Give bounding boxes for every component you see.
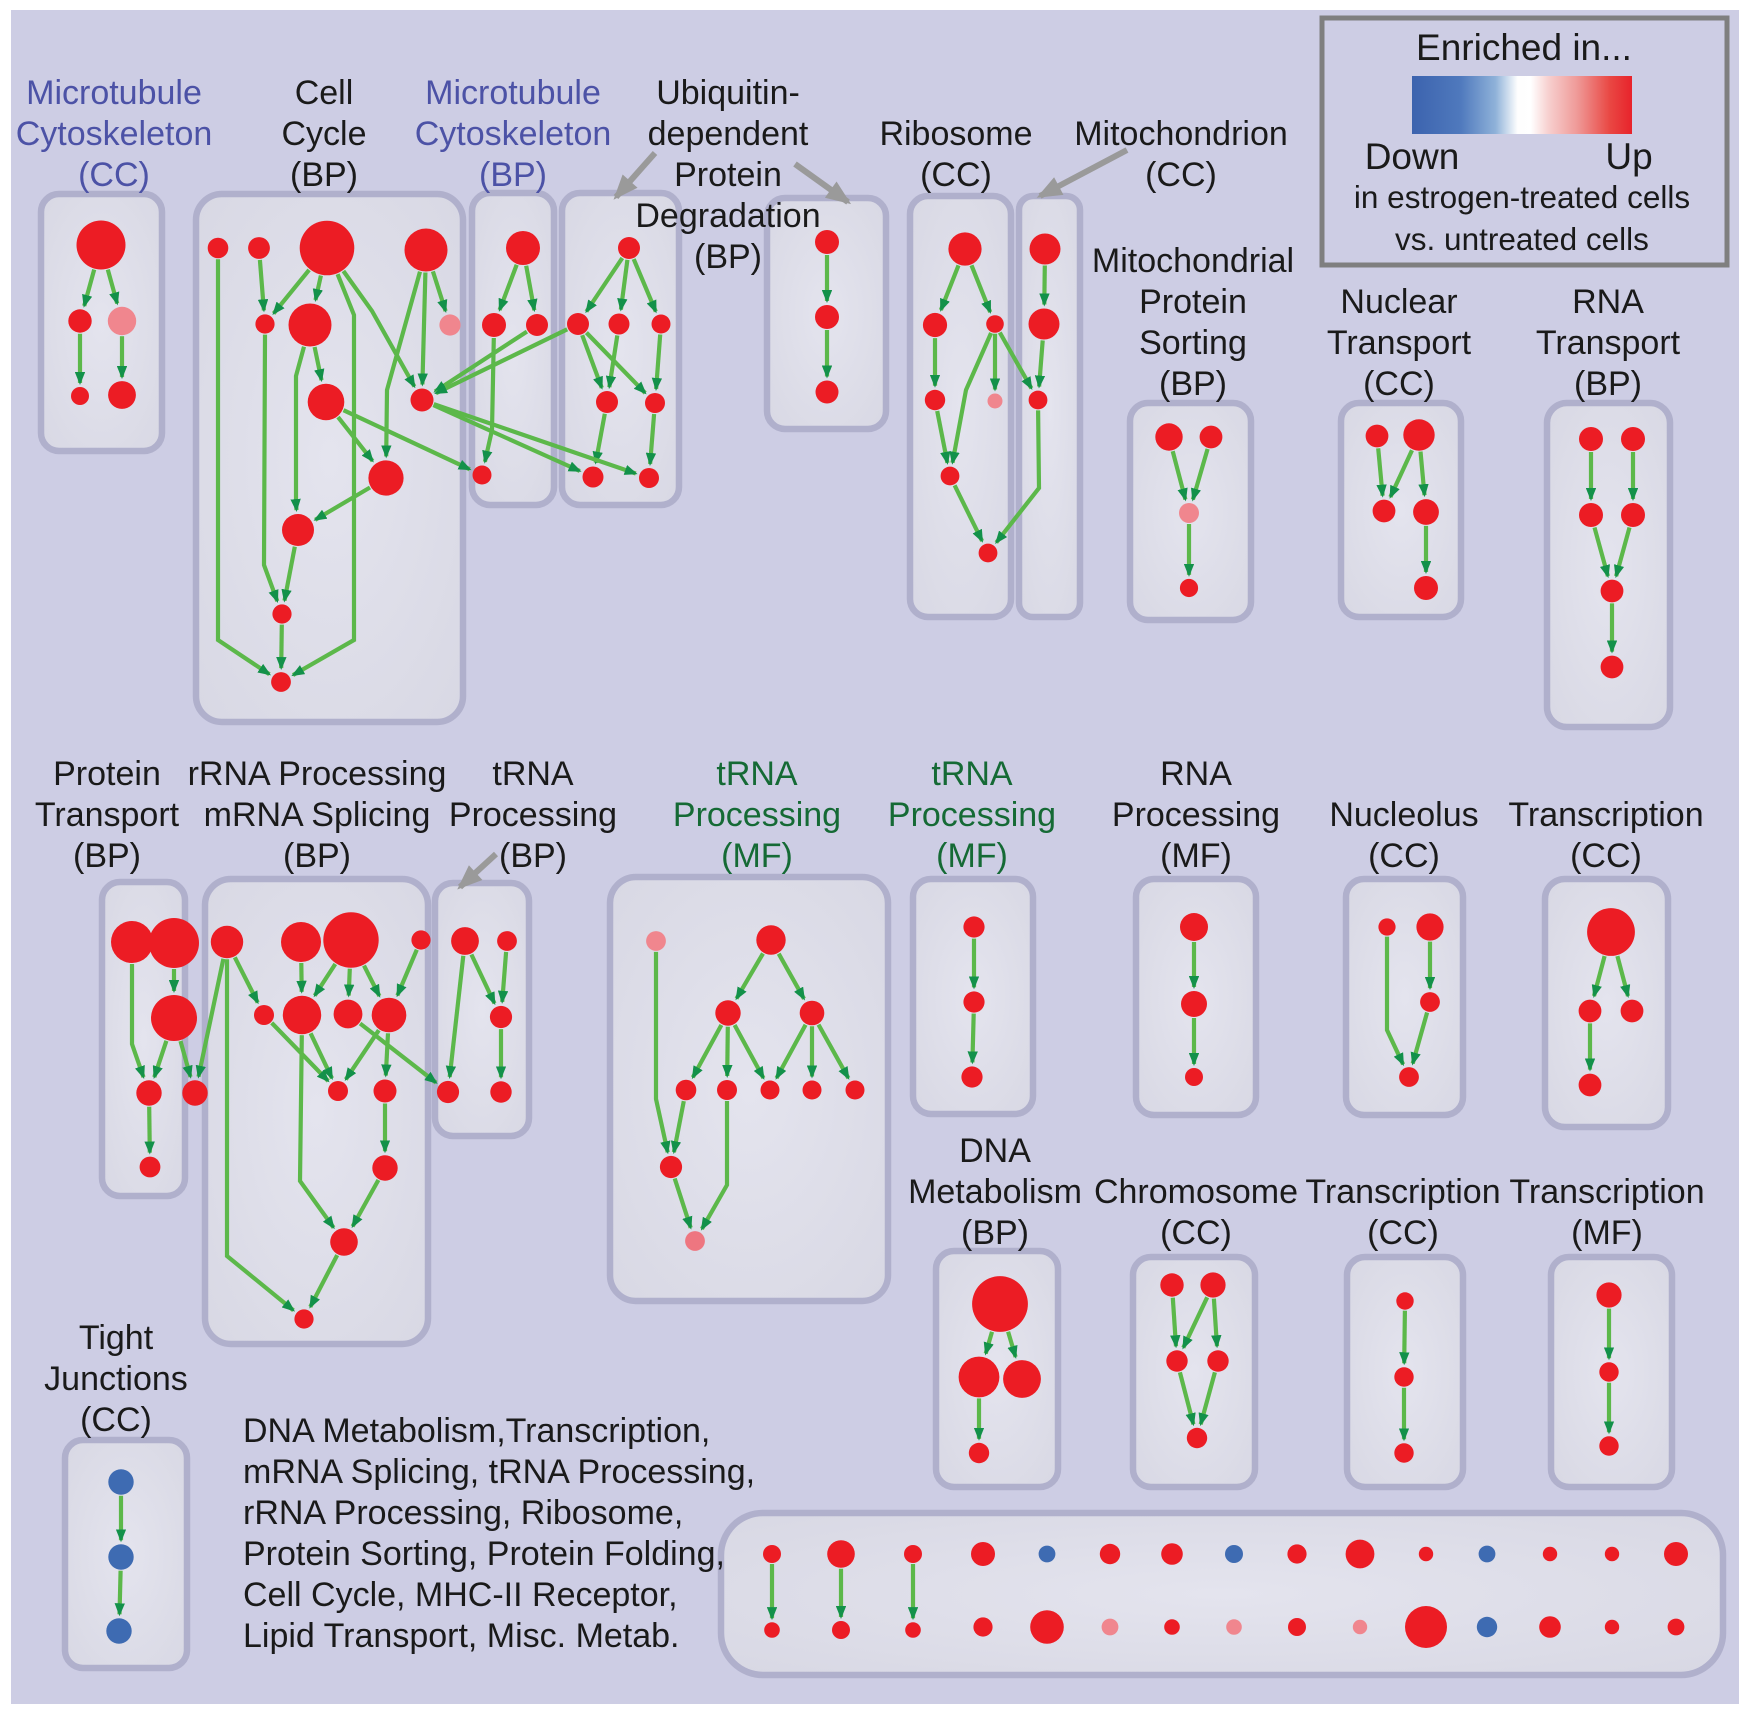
svg-text:in estrogen-treated cells: in estrogen-treated cells xyxy=(1354,179,1690,215)
svg-text:(CC): (CC) xyxy=(1363,365,1435,403)
svg-text:(BP): (BP) xyxy=(1159,365,1227,403)
svg-text:tRNA: tRNA xyxy=(716,755,798,793)
svg-text:mRNA Splicing: mRNA Splicing xyxy=(204,796,431,834)
svg-text:Cytoskeleton: Cytoskeleton xyxy=(415,115,612,153)
svg-text:(BP): (BP) xyxy=(479,156,547,194)
svg-text:Up: Up xyxy=(1605,136,1652,177)
svg-text:(BP): (BP) xyxy=(694,238,762,276)
svg-text:Protein Sorting, Protein Foldi: Protein Sorting, Protein Folding, xyxy=(243,1535,725,1573)
svg-text:Enriched in...: Enriched in... xyxy=(1416,27,1632,68)
svg-text:RNA: RNA xyxy=(1160,755,1232,793)
svg-text:(CC): (CC) xyxy=(78,156,150,194)
svg-text:Sorting: Sorting xyxy=(1139,324,1247,362)
svg-text:rRNA Processing, Ribosome,: rRNA Processing, Ribosome, xyxy=(243,1494,683,1532)
svg-text:(MF): (MF) xyxy=(721,837,793,875)
svg-text:Cytoskeleton: Cytoskeleton xyxy=(16,115,213,153)
svg-text:Metabolism: Metabolism xyxy=(908,1173,1082,1211)
svg-text:DNA Metabolism,Transcription,: DNA Metabolism,Transcription, xyxy=(243,1412,710,1450)
svg-text:Transcription: Transcription xyxy=(1509,1173,1704,1211)
svg-text:Degradation: Degradation xyxy=(635,197,820,235)
svg-text:Down: Down xyxy=(1365,136,1460,177)
svg-text:DNA: DNA xyxy=(959,1132,1031,1170)
svg-text:Processing: Processing xyxy=(888,796,1056,834)
svg-text:Transport: Transport xyxy=(35,796,180,834)
svg-text:(CC): (CC) xyxy=(80,1401,152,1439)
svg-text:Lipid Transport, Misc. Metab.: Lipid Transport, Misc. Metab. xyxy=(243,1617,680,1655)
svg-text:Protein: Protein xyxy=(674,156,782,194)
svg-text:Ubiquitin-: Ubiquitin- xyxy=(656,74,800,112)
svg-text:Microtubule: Microtubule xyxy=(26,74,202,112)
svg-text:Microtubule: Microtubule xyxy=(425,74,601,112)
svg-text:vs. untreated cells: vs. untreated cells xyxy=(1395,221,1649,257)
svg-text:Mitochondrion: Mitochondrion xyxy=(1074,115,1288,153)
svg-text:(CC): (CC) xyxy=(1160,1214,1232,1252)
svg-text:(BP): (BP) xyxy=(73,837,141,875)
svg-text:(CC): (CC) xyxy=(920,156,992,194)
svg-text:Transcription: Transcription xyxy=(1508,796,1703,834)
svg-text:Cell: Cell xyxy=(295,74,354,112)
svg-text:Junctions: Junctions xyxy=(44,1360,188,1398)
svg-text:Ribosome: Ribosome xyxy=(879,115,1032,153)
svg-text:tRNA: tRNA xyxy=(492,755,574,793)
svg-text:(BP): (BP) xyxy=(290,156,358,194)
svg-text:Processing: Processing xyxy=(449,796,617,834)
svg-text:Transport: Transport xyxy=(1536,324,1681,362)
svg-text:Protein: Protein xyxy=(53,755,161,793)
svg-text:RNA: RNA xyxy=(1572,283,1644,321)
svg-text:dependent: dependent xyxy=(648,115,809,153)
svg-text:tRNA: tRNA xyxy=(931,755,1013,793)
svg-text:rRNA Processing: rRNA Processing xyxy=(188,755,447,793)
svg-text:(BP): (BP) xyxy=(1574,365,1642,403)
svg-text:(CC): (CC) xyxy=(1368,837,1440,875)
svg-text:(BP): (BP) xyxy=(499,837,567,875)
svg-text:Cycle: Cycle xyxy=(281,115,366,153)
svg-text:(CC): (CC) xyxy=(1145,156,1217,194)
svg-text:(MF): (MF) xyxy=(936,837,1008,875)
svg-text:Processing: Processing xyxy=(673,796,841,834)
svg-text:Processing: Processing xyxy=(1112,796,1280,834)
svg-text:(MF): (MF) xyxy=(1571,1214,1643,1252)
svg-text:Nuclear: Nuclear xyxy=(1340,283,1457,321)
svg-text:Chromosome: Chromosome xyxy=(1094,1173,1298,1211)
svg-text:(CC): (CC) xyxy=(1367,1214,1439,1252)
svg-text:(CC): (CC) xyxy=(1570,837,1642,875)
svg-text:Transcription: Transcription xyxy=(1305,1173,1500,1211)
svg-text:(BP): (BP) xyxy=(961,1214,1029,1252)
svg-text:Protein: Protein xyxy=(1139,283,1247,321)
svg-text:Cell Cycle, MHC-II Receptor,: Cell Cycle, MHC-II Receptor, xyxy=(243,1576,678,1614)
svg-text:Tight: Tight xyxy=(79,1319,154,1357)
svg-text:(BP): (BP) xyxy=(283,837,351,875)
svg-text:mRNA Splicing, tRNA Processing: mRNA Splicing, tRNA Processing, xyxy=(243,1453,755,1491)
svg-text:Transport: Transport xyxy=(1327,324,1472,362)
svg-text:Nucleolus: Nucleolus xyxy=(1329,796,1478,834)
svg-text:Mitochondrial: Mitochondrial xyxy=(1092,242,1294,280)
svg-text:(MF): (MF) xyxy=(1160,837,1232,875)
